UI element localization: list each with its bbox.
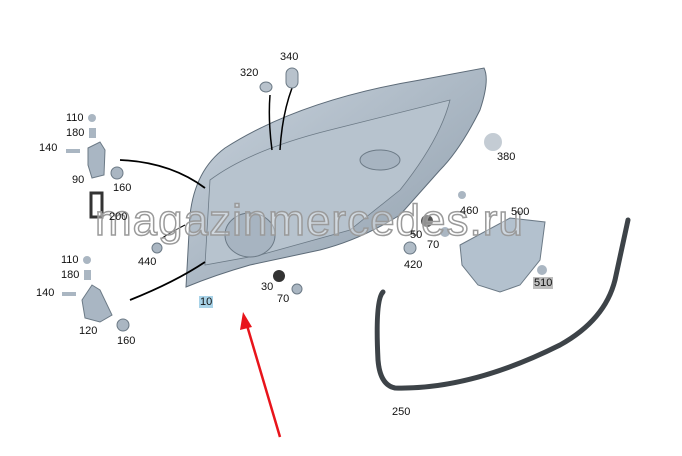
hinge-upper-90[interactable] (87, 141, 106, 179)
label-160[interactable]: 160 (113, 182, 132, 194)
label-250[interactable]: 250 (392, 406, 411, 418)
label-460[interactable]: 460 (460, 205, 479, 217)
label-180[interactable]: 180 (66, 127, 85, 139)
label-70[interactable]: 70 (277, 293, 290, 305)
window-regulator-500[interactable] (459, 217, 546, 293)
label-10-selected[interactable]: 10 (199, 296, 214, 308)
label-510[interactable]: 510 (533, 277, 554, 289)
label-110[interactable]: 110 (66, 112, 84, 124)
label-70[interactable]: 70 (427, 239, 440, 251)
label-200[interactable]: 200 (109, 211, 128, 223)
label-90[interactable]: 90 (72, 174, 85, 186)
label-500[interactable]: 500 (511, 206, 530, 218)
hinge-lower-120[interactable] (81, 284, 113, 323)
plug-340[interactable] (285, 67, 299, 89)
label-140[interactable]: 140 (36, 287, 55, 299)
label-140[interactable]: 140 (39, 142, 58, 154)
label-320[interactable]: 320 (240, 67, 259, 79)
watermark: magazinmercedes.ru (94, 195, 524, 246)
label-420[interactable]: 420 (404, 259, 423, 271)
label-30[interactable]: 30 (261, 281, 274, 293)
label-180[interactable]: 180 (61, 269, 80, 281)
label-120[interactable]: 120 (79, 325, 98, 337)
red-arrow-head (240, 312, 252, 330)
label-380[interactable]: 380 (497, 151, 516, 163)
label-160[interactable]: 160 (117, 335, 136, 347)
door-seal-250[interactable] (374, 217, 631, 391)
label-340[interactable]: 340 (280, 51, 299, 63)
label-110[interactable]: 110 (61, 254, 79, 266)
label-440[interactable]: 440 (138, 256, 157, 268)
plug-320[interactable] (259, 81, 273, 93)
gasket-200[interactable] (89, 191, 104, 219)
label-50[interactable]: 50 (410, 229, 423, 241)
